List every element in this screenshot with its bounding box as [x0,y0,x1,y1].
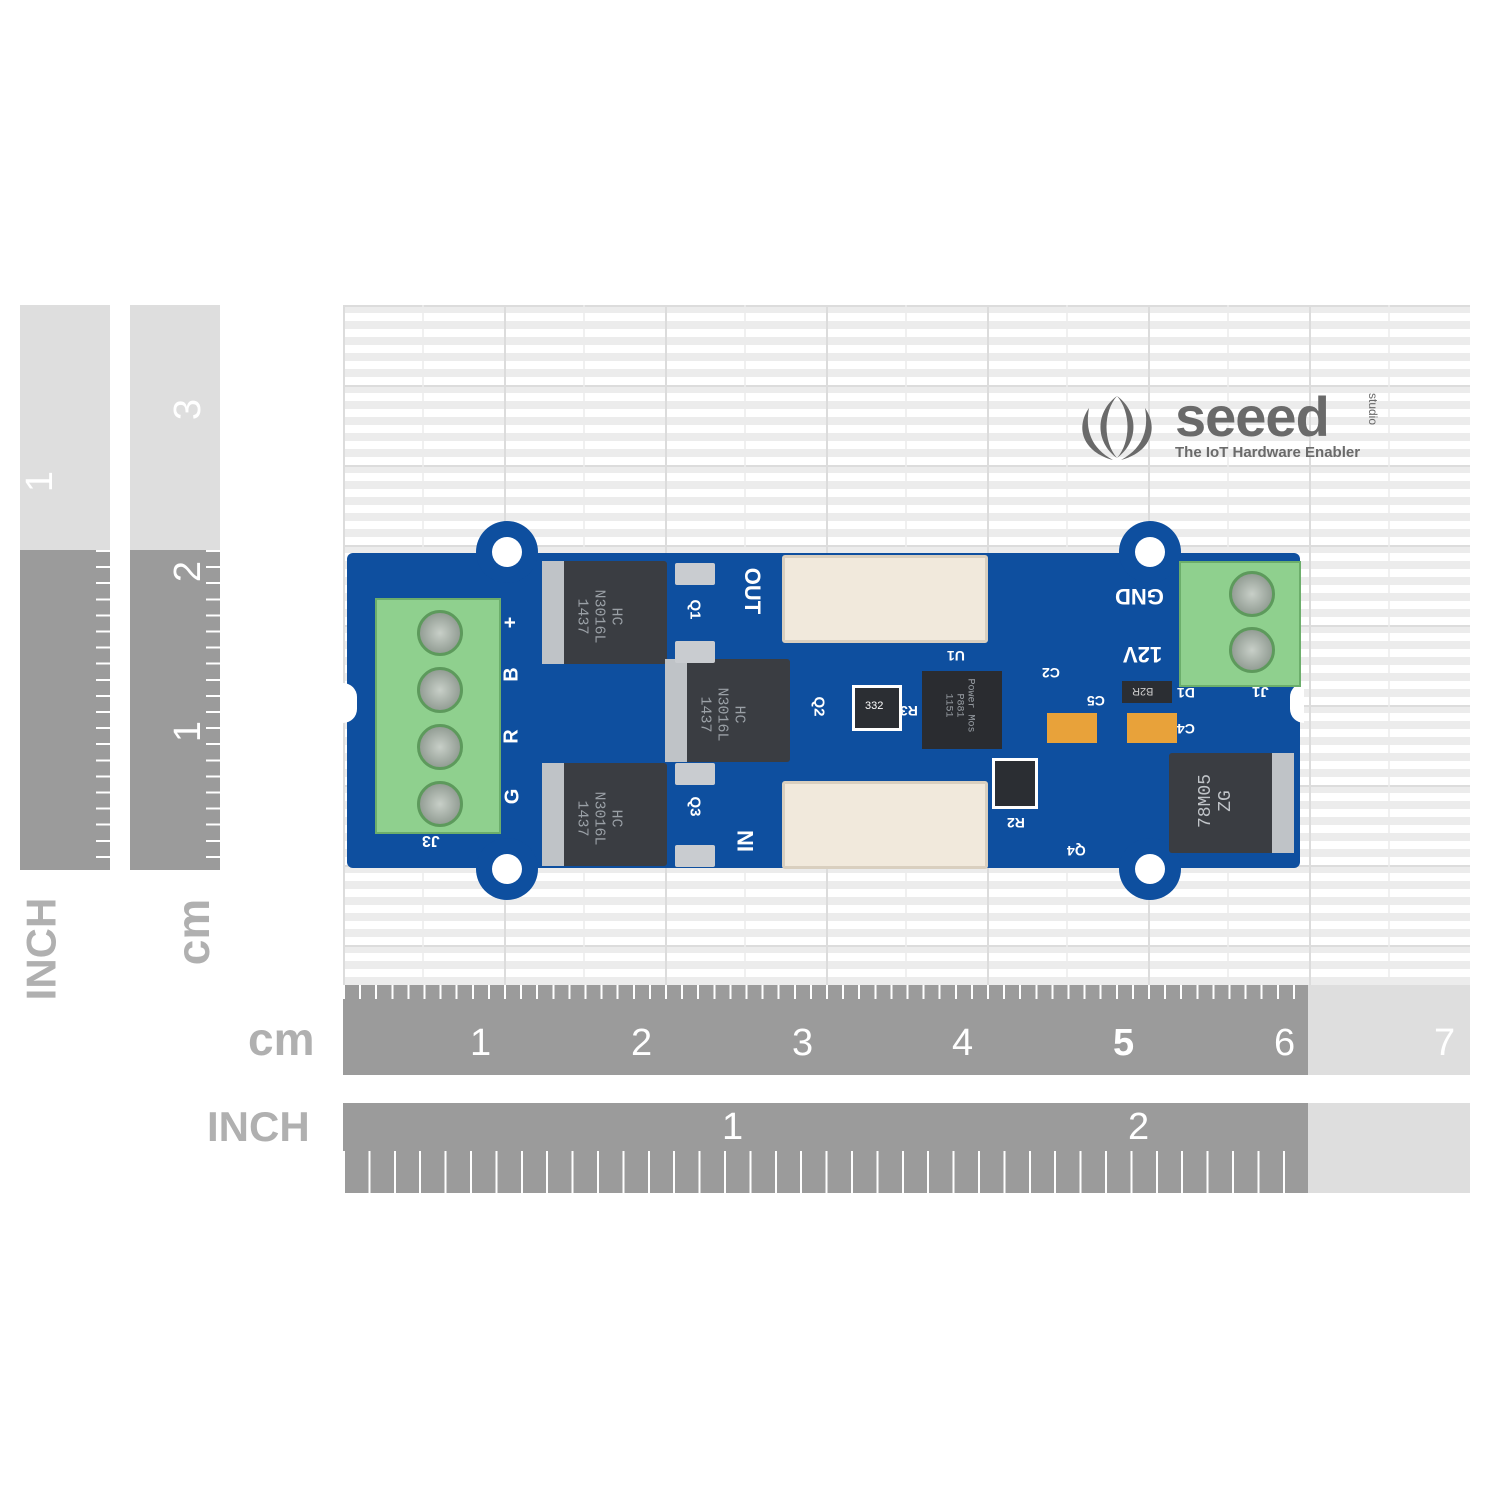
screw-icon [1229,627,1275,673]
inch-number-1: 1 [722,1106,744,1148]
vertical-cm-number-1: 1 [167,720,210,743]
ref-r3: R3 [900,703,918,719]
cm-number-5: 5 [1113,1022,1135,1064]
ref-q3: Q3 [686,796,704,817]
pin-label-g: G [501,788,524,805]
horizontal-cm-label: cm [248,1013,315,1065]
diode-d1: B2R [1122,681,1172,703]
horizontal-inch-label: INCH [207,1103,310,1150]
ref-q2: Q2 [810,696,828,717]
terminal-block-j1 [1179,561,1301,687]
pin-label-r: R [500,729,523,744]
cm-number-4: 4 [952,1022,974,1064]
resistor-r3: 332 [852,685,902,731]
mosfet-q3: HC N3016L 1437 [542,763,667,866]
mount-hole-bottom-right [1119,838,1181,900]
ref-r2: R2 [1007,815,1025,831]
terminal-block-j3 [375,598,501,834]
vertical-cm-ruler-light [130,305,220,550]
vertical-cm-ruler [130,550,220,870]
ref-q1: Q1 [686,599,704,620]
horizontal-cm-ruler [343,985,1308,1075]
ref-q4: Q4 [1067,843,1086,859]
vertical-inch-number: 1 [19,470,62,493]
horizontal-cm-ruler-light [1308,985,1470,1075]
vertical-cm-number-3: 3 [167,398,210,421]
pcb-board: + B R G J3 HC N3016L 1437 Q1 HC N3016L 1… [343,521,1304,900]
screw-icon [417,667,463,713]
logo-tagline: The IoT Hardware Enabler [1175,444,1361,461]
ref-c2: C2 [1042,665,1060,681]
vertical-inch-ruler-light [20,305,110,550]
cm-number-7: 7 [1434,1022,1456,1064]
ref-j3: J3 [422,832,440,849]
logo-brand: seeed [1175,385,1330,448]
seeed-logo: seeed studio The IoT Hardware Enabler [1075,385,1395,462]
tantalum-capacitor [1047,713,1097,743]
logo-studio: studio [1366,392,1381,426]
ref-d1: D1 [1177,685,1195,701]
inch-number-2: 2 [1128,1106,1150,1148]
screw-icon [417,781,463,827]
regulator-78m05: 78M05 ZG [1169,753,1294,853]
vertical-cm-label: cm [167,898,220,966]
grove-connector-in[interactable] [782,781,988,869]
horizontal-inch-ruler [343,1103,1308,1193]
mosfet-q1: HC N3016L 1437 [542,561,667,664]
side-notch-right [1290,683,1304,723]
grove-connector-out[interactable] [782,555,988,643]
cm-number-1: 1 [470,1022,492,1064]
mosfet-q2: HC N3016L 1437 [665,659,790,762]
mount-hole-top-left [476,521,538,583]
screw-icon [417,610,463,656]
mount-hole-bottom-left [476,838,538,900]
mount-hole-top-right [1119,521,1181,583]
vertical-inch-label: INCH [17,897,65,1001]
side-notch-left [343,683,357,723]
resistor-r2 [992,758,1038,809]
label-out: OUT [740,567,766,615]
seeed-leaf-icon [1082,396,1152,460]
ref-u1: U1 [947,648,965,664]
tantalum-capacitor [1127,713,1177,743]
screw-icon [1229,571,1275,617]
pin-label-gnd: GND [1115,584,1164,609]
cm-number-2: 2 [631,1022,653,1064]
ic-u1-power-mos: Power Mos P881 1151 [922,671,1002,749]
pin-label-12v: 12V [1123,642,1163,667]
cm-number-3: 3 [792,1022,814,1064]
pin-label-plus: + [499,616,522,629]
cm-number-6: 6 [1274,1022,1296,1064]
ref-c4: C4 [1177,721,1195,737]
label-in: IN [733,830,758,852]
ref-j1: J1 [1252,683,1269,700]
vertical-cm-number-2: 2 [167,560,210,583]
horizontal-inch-ruler-light [1308,1103,1470,1193]
screw-icon [417,724,463,770]
ref-c5: C5 [1087,693,1105,709]
pin-label-b: B [500,667,523,682]
vertical-inch-ruler [20,550,110,870]
